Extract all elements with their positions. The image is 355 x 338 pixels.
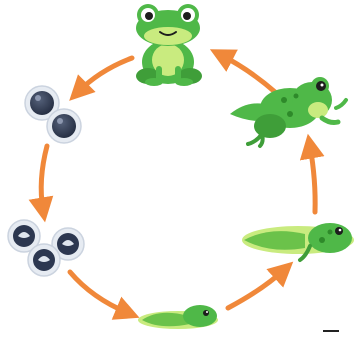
arrow-embryos-to-tadpole — [70, 272, 128, 313]
frog-eggs-icon — [25, 86, 81, 143]
arrow-froglet-to-frog — [221, 55, 275, 92]
arrow-eggs-to-embryos — [41, 146, 47, 210]
arrow-tadpole-to-legs — [228, 270, 284, 308]
adult-frog-icon — [136, 4, 202, 86]
arrow-frog-to-eggs — [78, 58, 132, 92]
tadpole-icon — [138, 305, 218, 329]
arrow-legs-to-froglet — [310, 146, 315, 212]
froglet-icon — [230, 77, 346, 146]
tadpole-with-legs-icon — [242, 223, 354, 260]
embryo-eggs-icon — [8, 220, 84, 276]
corner-dash — [323, 330, 339, 332]
